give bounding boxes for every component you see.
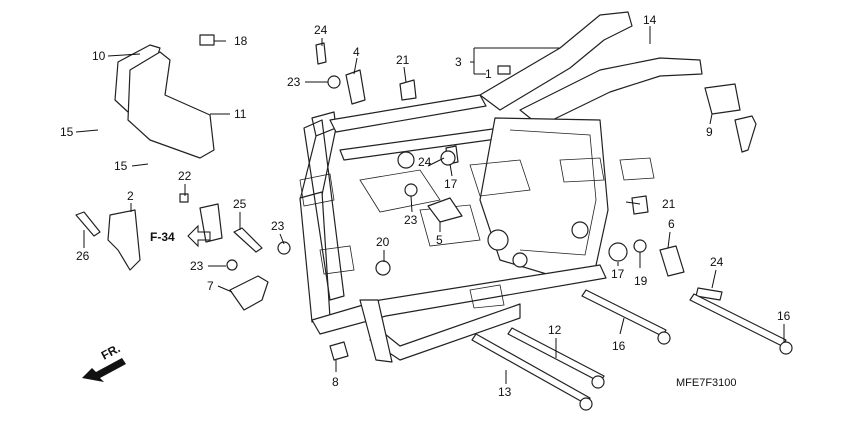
callout-11: 11 [234,107,247,121]
part-8-bracket [329,341,349,361]
callout-21b: 21 [662,197,676,211]
part-17-plug-b [608,242,628,262]
part-1-small [497,65,511,75]
part-11-cover [127,51,215,159]
callout-labels: 10 18 11 15 15 2 26 22 25 23 23 7 24 23 … [60,13,791,399]
part-19-grommet [633,239,647,253]
front-direction-arrow [82,358,126,382]
callout-20: 20 [376,235,390,249]
part-17-plug-a [440,150,456,166]
callout-7: 7 [207,279,214,293]
callout-23c: 23 [287,75,301,89]
part-23-nut-a [277,241,291,255]
callout-15a: 15 [60,125,74,139]
part-9-ignition-switch [704,83,741,115]
callout-26: 26 [76,249,90,263]
callout-23a: 23 [271,219,285,233]
callout-25: 25 [233,197,247,211]
part-23-nut-b [226,259,238,271]
main-frame [299,11,703,363]
callout-21a: 21 [396,53,410,67]
callout-4: 4 [353,45,360,59]
callout-12: 12 [548,323,562,337]
callout-15b: 15 [114,159,128,173]
callout-13: 13 [498,385,512,399]
part-21-clip-a [399,79,417,101]
callout-1: 1 [485,67,492,81]
part-20-clip [375,260,391,276]
part-4-bracket [345,69,366,105]
callout-19: 19 [634,274,648,288]
callout-16b: 16 [777,309,791,323]
callout-17a: 17 [444,177,458,191]
callout-24c: 24 [710,255,724,269]
callout-22: 22 [178,169,192,183]
callout-23b: 23 [190,259,204,273]
callout-9: 9 [706,125,713,139]
diagram-code: MFE7F3100 [676,377,737,389]
leader-lines [75,26,785,384]
part-22-bolt [179,193,189,203]
callout-23d: 23 [404,213,418,227]
part-6-bracket [659,245,685,277]
callout-16a: 16 [612,339,626,353]
part-24-bolt-a [315,42,327,65]
callout-10: 10 [92,49,106,63]
part-18-block [199,34,215,46]
callout-18: 18 [234,34,248,48]
callout-5: 5 [436,233,443,247]
callout-24a: 24 [314,23,328,37]
part-23-nut-d [404,183,418,197]
part-2-bracket [107,209,141,271]
part-5-plate [427,197,463,223]
callout-6: 6 [668,217,675,231]
f34-plate [199,203,223,243]
part-25-bolt [233,227,263,253]
callout-2: 2 [127,189,134,203]
part-26-bolt [75,211,101,237]
reference-f34-label: F-34 [150,230,175,244]
front-direction-label: FR. [99,341,123,362]
part-23-nut-c [327,75,341,89]
part-7-bracket [229,275,269,311]
part-21-clip-b [631,195,649,215]
part-24-bolt-c [695,287,723,301]
key [734,115,757,153]
callout-24b: 24 [418,155,432,169]
callout-17b: 17 [611,267,625,281]
callout-3: 3 [455,55,462,69]
callout-14: 14 [643,13,657,27]
reference-f34: F-34 [150,224,211,248]
callout-8: 8 [332,375,339,389]
